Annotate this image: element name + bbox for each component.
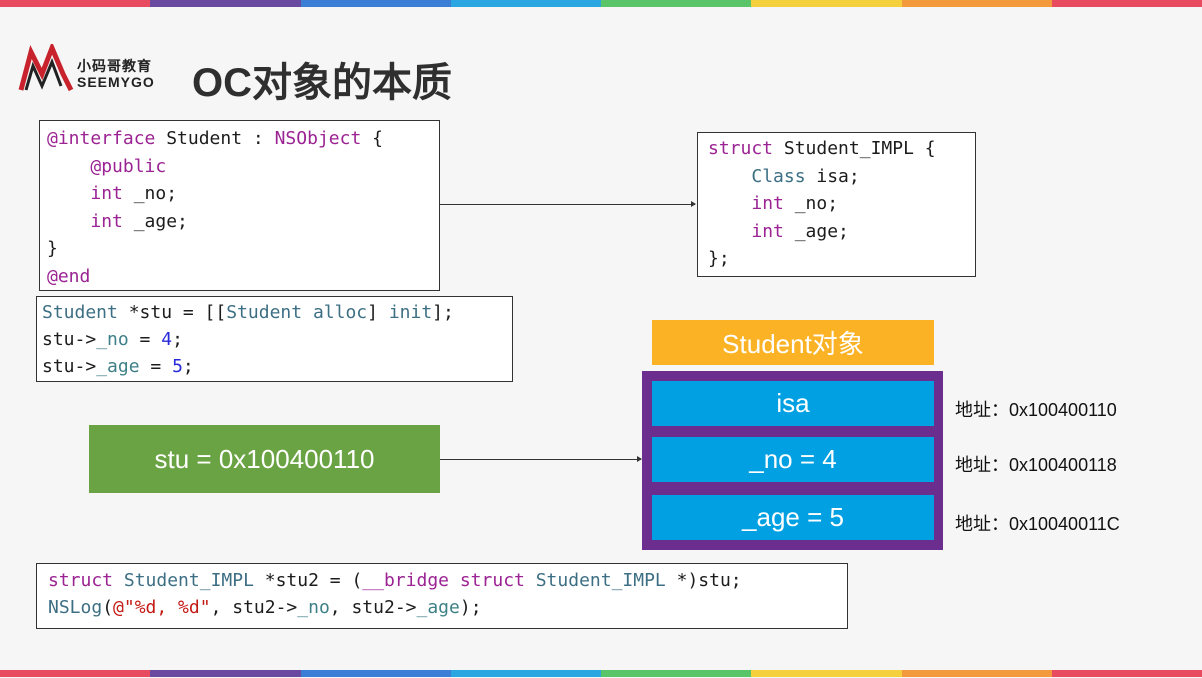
code-token: { — [361, 128, 383, 149]
isa-address: 地址：0x100400110 — [955, 400, 1117, 420]
stripe-segment — [150, 0, 301, 7]
code-token: stu-> — [42, 356, 97, 377]
logo-english-text: SEEMYGO — [77, 74, 155, 90]
code-token: _age; — [783, 220, 849, 242]
logo-chinese-text: 小码哥教育 — [77, 58, 152, 74]
code-token: @interface — [47, 128, 156, 149]
code-token: Student_IMPL { — [773, 138, 936, 159]
bridge-code-block: struct Student_IMPL *stu2 = (__bridge st… — [36, 563, 848, 629]
code-token: ; — [172, 329, 183, 350]
code-token: init — [388, 302, 433, 323]
code-token: int — [90, 183, 123, 204]
code-token — [302, 302, 313, 323]
stripe-segment — [901, 670, 1052, 677]
code-token: int — [90, 210, 123, 232]
code-token: *stu2 = ( — [253, 570, 363, 591]
struct-impl-code-block: struct Student_IMPL { Class isa; int _no… — [697, 132, 976, 277]
stripe-segment — [300, 0, 451, 7]
code-token: Student : — [155, 128, 275, 149]
stripe-segment — [1051, 670, 1202, 677]
bottom-color-stripe — [0, 670, 1202, 677]
code-token: alloc — [312, 302, 368, 323]
stripe-segment — [150, 670, 301, 677]
code-token: _age — [96, 356, 140, 377]
code-token: struct — [48, 570, 114, 591]
code-token: } — [47, 238, 58, 259]
code-token: ]; — [432, 302, 454, 323]
code-token: int — [751, 220, 784, 242]
code-token — [449, 570, 460, 591]
no-field: _no = 4 — [652, 437, 934, 482]
isa-field: isa — [652, 381, 934, 426]
code-token: stu-> — [42, 329, 97, 350]
age-field: _age = 5 — [652, 495, 934, 540]
code-token: NSObject — [274, 128, 362, 149]
code-token: = — [139, 356, 173, 377]
code-token: ] — [367, 302, 389, 323]
student-object-label: Student对象 — [652, 320, 934, 365]
code-token: isa; — [805, 165, 860, 187]
stripe-segment — [0, 0, 151, 7]
code-token: Student_IMPL — [535, 570, 666, 591]
stripe-segment — [450, 0, 601, 7]
stripe-segment — [901, 0, 1052, 7]
code-token — [113, 570, 124, 591]
code-token: int — [751, 193, 784, 214]
code-token: _no; — [783, 193, 839, 214]
stripe-segment — [0, 670, 151, 677]
code-token: _age; — [122, 210, 188, 232]
code-token: _no — [96, 329, 129, 350]
code-token: struct — [459, 570, 525, 591]
code-token: Class — [751, 165, 806, 187]
stripe-segment — [601, 670, 752, 677]
code-token: _age — [416, 597, 460, 618]
code-token: _no; — [122, 183, 178, 204]
no-address: 地址：0x100400118 — [955, 455, 1117, 475]
code-token: @public — [90, 155, 167, 177]
code-token: }; — [708, 248, 730, 269]
seemygo-logo: 小码哥教育 SEEMYGO — [18, 41, 173, 94]
code-token: Student — [226, 302, 303, 323]
pointer-arrow — [440, 456, 642, 462]
code-token: *)stu; — [665, 570, 742, 591]
code-token: __bridge — [362, 570, 449, 591]
code-token: ); — [459, 597, 482, 618]
top-color-stripe — [0, 0, 1202, 7]
code-token: 5 — [172, 356, 183, 377]
interface-to-impl-arrow — [440, 201, 696, 207]
stripe-segment — [601, 0, 752, 7]
stripe-segment — [751, 0, 902, 7]
code-token — [525, 570, 536, 591]
stripe-segment — [751, 670, 902, 677]
code-token: ( — [102, 597, 114, 618]
code-token: @end — [47, 265, 91, 287]
stripe-segment — [450, 670, 601, 677]
interface-code-block: @interface Student : NSObject { @public … — [39, 120, 440, 291]
slide-title: OC对象的本质 — [192, 61, 452, 105]
code-token: struct — [708, 138, 774, 159]
code-token: , stu2-> — [210, 597, 298, 618]
code-token: Student_IMPL — [123, 570, 254, 591]
code-token: ; — [182, 356, 194, 377]
stripe-segment — [1051, 0, 1202, 7]
stu-pointer-box: stu = 0x100400110 — [89, 425, 440, 493]
code-token: Student — [42, 302, 118, 323]
logo-mark-icon — [18, 41, 74, 92]
code-token: @"%d, %d" — [113, 597, 211, 618]
code-token: NSLog — [48, 597, 103, 618]
code-token: *stu = [[ — [117, 302, 227, 323]
age-address: 地址：0x10040011C — [955, 514, 1120, 534]
code-token: 4 — [161, 329, 173, 350]
code-token: _no — [297, 597, 330, 618]
stripe-segment — [300, 670, 451, 677]
alloc-code-block: Student *stu = [[Student alloc] init]; s… — [36, 296, 513, 382]
code-token: , stu2-> — [329, 597, 417, 618]
code-token: = — [128, 329, 162, 350]
